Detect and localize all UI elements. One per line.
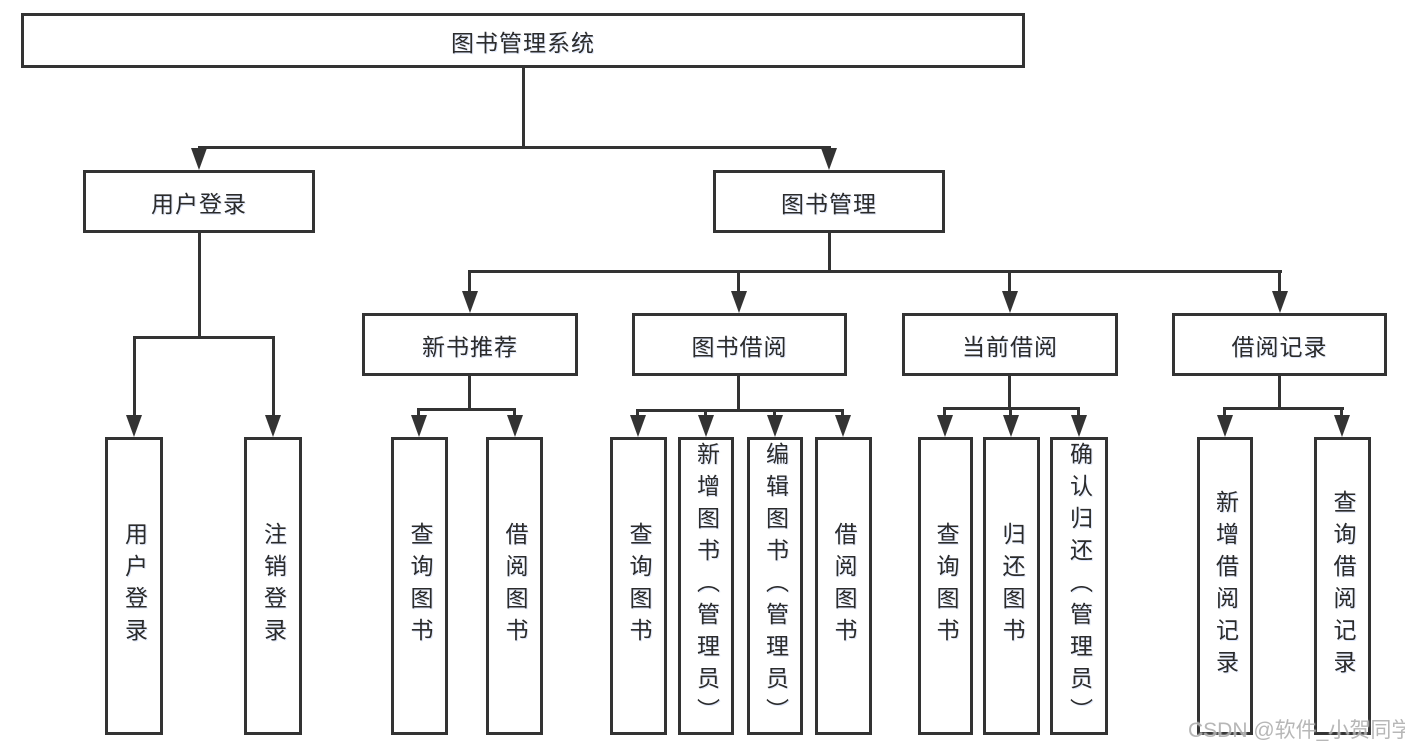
node-new-book-recommend: 新书推荐 xyxy=(362,313,578,376)
arrow-down-icon xyxy=(1002,291,1018,313)
arrow-down-icon xyxy=(698,415,714,437)
leaf-borrow-query-book: 查询图书 xyxy=(610,437,667,735)
leaf-current-confirm-return-admin: 确认归还（管理员） xyxy=(1050,437,1108,735)
connector-line xyxy=(737,270,740,295)
connector-line xyxy=(417,408,420,419)
connector-line xyxy=(737,376,740,409)
connector-line xyxy=(773,409,776,419)
leaf-borrow-add-book-admin: 新增图书（管理员） xyxy=(678,437,734,735)
leaf-current-return-book: 归还图书 xyxy=(983,437,1040,735)
leaf-borrow-edit-book-admin: 编辑图书（管理员） xyxy=(747,437,803,735)
node-current-borrow: 当前借阅 xyxy=(902,313,1118,376)
node-current-borrow-label: 当前借阅 xyxy=(962,333,1058,360)
connector-line xyxy=(636,409,639,419)
connector-line xyxy=(417,408,516,411)
node-book-management: 图书管理 xyxy=(713,170,945,233)
leaf-borrow-add-book-admin-label: 新增图书（管理员） xyxy=(693,442,720,730)
arrow-down-icon xyxy=(630,415,646,437)
arrow-down-icon xyxy=(191,148,207,170)
connector-line xyxy=(272,336,275,419)
node-book-management-label: 图书管理 xyxy=(781,190,877,217)
arrow-down-icon xyxy=(1334,415,1350,437)
arrow-down-icon xyxy=(265,415,281,437)
leaf-newbook-borrow-book: 借阅图书 xyxy=(486,437,543,735)
node-borrow-records: 借阅记录 xyxy=(1172,313,1387,376)
arrow-down-icon xyxy=(821,148,837,170)
connector-line xyxy=(468,270,471,295)
leaf-current-query-book-label: 查询图书 xyxy=(933,522,959,650)
leaf-records-add-record: 新增借阅记录 xyxy=(1197,437,1253,735)
connector-line xyxy=(1008,270,1011,295)
arrow-down-icon xyxy=(835,415,851,437)
leaf-user-login: 用户登录 xyxy=(105,437,163,735)
connector-line xyxy=(828,233,831,270)
node-borrow-records-label: 借阅记录 xyxy=(1231,333,1328,360)
connector-line xyxy=(513,408,516,419)
leaf-borrow-borrow-book-label: 借阅图书 xyxy=(831,522,857,650)
arrow-down-icon xyxy=(507,415,523,437)
leaf-borrow-query-book-label: 查询图书 xyxy=(626,522,652,650)
leaf-borrow-edit-book-admin-label: 编辑图书（管理员） xyxy=(762,442,789,730)
connector-line xyxy=(1077,407,1080,419)
arrow-down-icon xyxy=(1003,415,1019,437)
connector-line xyxy=(198,233,201,336)
arrow-down-icon xyxy=(937,415,953,437)
connector-line xyxy=(1008,376,1011,407)
arrow-down-icon xyxy=(1071,415,1087,437)
connector-line xyxy=(636,409,844,412)
arrow-down-icon xyxy=(1272,291,1288,313)
arrow-down-icon xyxy=(462,291,478,313)
node-book-borrow: 图书借阅 xyxy=(632,313,847,376)
arrow-down-icon xyxy=(411,415,427,437)
leaf-newbook-query-book-label: 查询图书 xyxy=(407,522,433,650)
connector-line xyxy=(1223,407,1226,419)
connector-line xyxy=(468,376,471,408)
arrow-down-icon xyxy=(126,415,142,437)
connector-line xyxy=(522,68,525,146)
node-user-login-label: 用户登录 xyxy=(151,190,247,217)
connector-line xyxy=(133,336,275,339)
leaf-records-query-record: 查询借阅记录 xyxy=(1314,437,1371,735)
connector-line xyxy=(468,270,1282,273)
leaf-current-confirm-return-admin-label: 确认归还（管理员） xyxy=(1066,442,1093,730)
leaf-logout-login: 注销登录 xyxy=(244,437,302,735)
connector-line xyxy=(1278,376,1281,407)
connector-line xyxy=(1223,407,1344,410)
node-root: 图书管理系统 xyxy=(21,13,1025,68)
node-new-book-recommend-label: 新书推荐 xyxy=(422,333,518,360)
node-root-label: 图书管理系统 xyxy=(451,29,595,56)
csdn-watermark: CSDN @软件_小贺同学 xyxy=(1188,719,1405,742)
connector-line xyxy=(704,409,707,419)
node-book-borrow-label: 图书借阅 xyxy=(691,333,788,360)
connector-line xyxy=(1009,407,1012,419)
leaf-current-query-book: 查询图书 xyxy=(918,437,973,735)
arrow-down-icon xyxy=(1217,415,1233,437)
leaf-logout-login-label: 注销登录 xyxy=(260,522,287,650)
arrow-down-icon xyxy=(731,291,747,313)
connector-line xyxy=(133,336,136,419)
leaf-records-query-record-label: 查询借阅记录 xyxy=(1330,490,1356,682)
leaf-user-login-label: 用户登录 xyxy=(121,522,148,650)
connector-line xyxy=(943,407,946,419)
connector-line xyxy=(1278,270,1281,295)
connector-line xyxy=(1340,407,1343,419)
connector-line xyxy=(841,409,844,419)
node-user-login: 用户登录 xyxy=(83,170,315,233)
arrow-down-icon xyxy=(767,415,783,437)
leaf-borrow-borrow-book: 借阅图书 xyxy=(815,437,872,735)
connector-line xyxy=(198,146,831,149)
leaf-records-add-record-label: 新增借阅记录 xyxy=(1212,490,1239,682)
leaf-newbook-borrow-book-label: 借阅图书 xyxy=(502,522,528,650)
leaf-newbook-query-book: 查询图书 xyxy=(391,437,448,735)
leaf-current-return-book-label: 归还图书 xyxy=(999,522,1025,650)
